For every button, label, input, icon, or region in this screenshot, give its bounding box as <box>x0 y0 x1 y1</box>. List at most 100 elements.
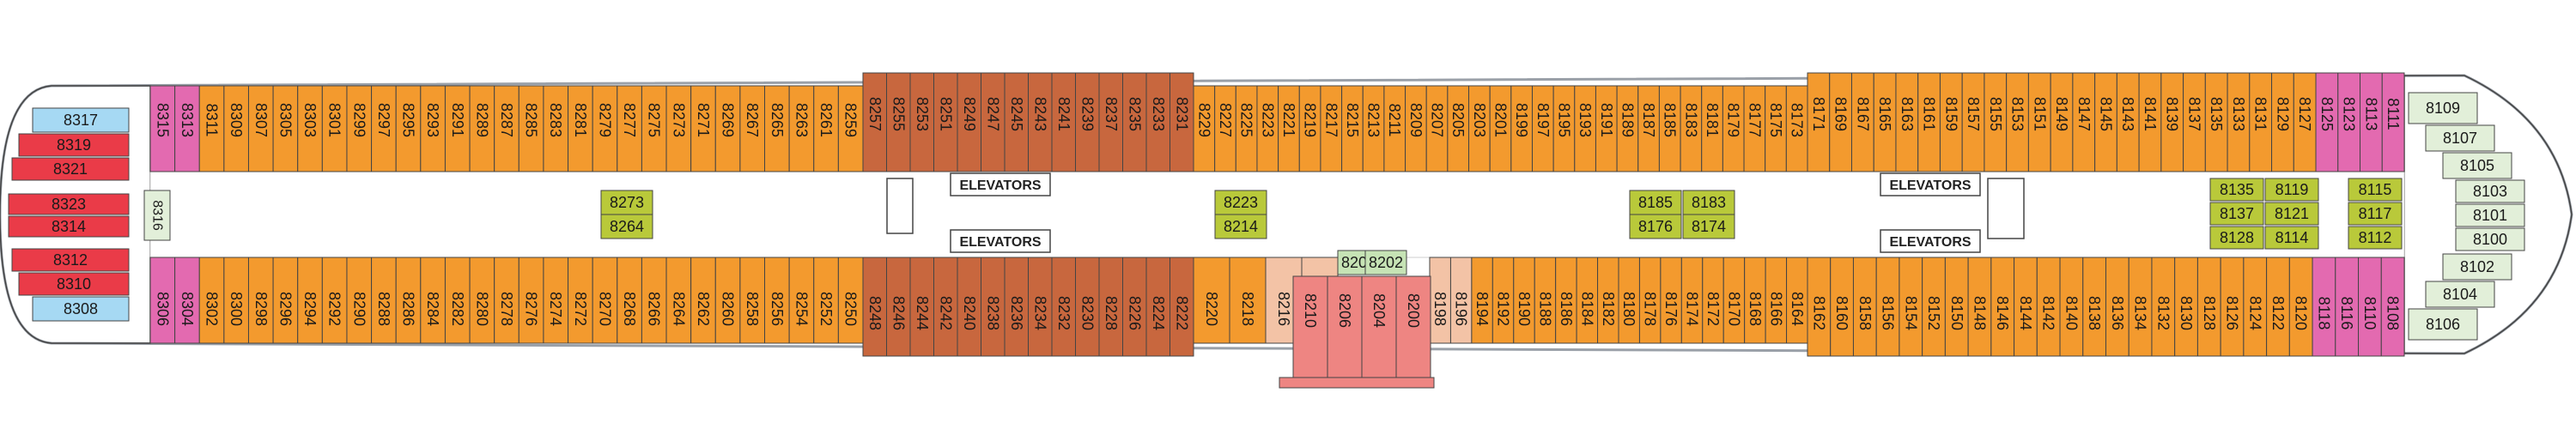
cabin-8114[interactable]: 8114 <box>2264 226 2319 250</box>
cabin-8168[interactable]: 8168 <box>1744 257 1766 344</box>
cabin-8198[interactable]: 8198 <box>1429 257 1451 344</box>
cabin-8130[interactable]: 8130 <box>2174 257 2198 357</box>
cabin-8300[interactable]: 8300 <box>223 257 249 344</box>
cabin-8271[interactable]: 8271 <box>690 85 716 172</box>
cabin-8255[interactable]: 8255 <box>886 72 911 172</box>
cabin-8136[interactable]: 8136 <box>2105 257 2129 357</box>
cabin-8128[interactable]: 8128 <box>2196 257 2221 357</box>
cabin-8191[interactable]: 8191 <box>1595 85 1618 172</box>
cabin-8205[interactable]: 8205 <box>1447 85 1470 172</box>
cabin-8319[interactable]: 8319 <box>18 133 130 157</box>
cabin-8230[interactable]: 8230 <box>1075 257 1100 357</box>
cabin-8110[interactable]: 8110 <box>2358 257 2382 357</box>
cabin-8259[interactable]: 8259 <box>837 85 864 172</box>
cabin-8210[interactable]: 8210 <box>1292 275 1328 378</box>
cabin-8133[interactable]: 8133 <box>2227 72 2251 172</box>
cabin-8268[interactable]: 8268 <box>617 257 642 344</box>
cabin-8237[interactable]: 8237 <box>1098 72 1123 172</box>
cabin-8174[interactable]: 8174 <box>1680 257 1704 344</box>
cabin-8220[interactable]: 8220 <box>1193 257 1230 344</box>
cabin-8194[interactable]: 8194 <box>1471 257 1493 344</box>
cabin-8169[interactable]: 8169 <box>1829 72 1852 172</box>
cabin-8116[interactable]: 8116 <box>2335 257 2360 357</box>
cabin-8273[interactable]: 8273 <box>665 85 692 172</box>
cabin-8285[interactable]: 8285 <box>518 85 544 172</box>
cabin-8301[interactable]: 8301 <box>321 85 348 172</box>
cabin-8177[interactable]: 8177 <box>1743 85 1766 172</box>
cabin-8225[interactable]: 8225 <box>1235 85 1258 172</box>
cabin-8272[interactable]: 8272 <box>568 257 593 344</box>
cabin-8123[interactable]: 8123 <box>2337 72 2361 172</box>
cabin-8172[interactable]: 8172 <box>1702 257 1724 344</box>
cabin-8293[interactable]: 8293 <box>420 85 446 172</box>
cabin-8187[interactable]: 8187 <box>1637 85 1660 172</box>
cabin-8228[interactable]: 8228 <box>1098 257 1123 357</box>
cabin-8312[interactable]: 8312 <box>11 248 130 272</box>
cabin-8278[interactable]: 8278 <box>494 257 519 344</box>
cabin-8152[interactable]: 8152 <box>1922 257 1946 357</box>
cabin-8287[interactable]: 8287 <box>494 85 519 172</box>
cabin-8146[interactable]: 8146 <box>1990 257 2015 357</box>
cabin-8118[interactable]: 8118 <box>2312 257 2336 357</box>
cabin-8305[interactable]: 8305 <box>272 85 299 172</box>
cabin-8223[interactable]: 8223 <box>1214 190 1267 215</box>
cabin-8137[interactable]: 8137 <box>2209 202 2264 226</box>
cabin-8125[interactable]: 8125 <box>2315 72 2339 172</box>
cabin-8270[interactable]: 8270 <box>592 257 618 344</box>
cabin-8157[interactable]: 8157 <box>1961 72 1985 172</box>
cabin-8109[interactable]: 8109 <box>2408 92 2478 124</box>
cabin-8297[interactable]: 8297 <box>371 85 397 172</box>
cabin-8160[interactable]: 8160 <box>1830 257 1854 357</box>
cabin-8159[interactable]: 8159 <box>1939 72 1963 172</box>
cabin-8296[interactable]: 8296 <box>272 257 299 344</box>
cabin-8274[interactable]: 8274 <box>543 257 569 344</box>
cabin-8192[interactable]: 8192 <box>1492 257 1515 344</box>
cabin-8139[interactable]: 8139 <box>2160 72 2184 172</box>
cabin-8264[interactable]: 8264 <box>665 257 692 344</box>
cabin-8265[interactable]: 8265 <box>764 85 790 172</box>
cabin-8236[interactable]: 8236 <box>1004 257 1029 357</box>
cabin-8226[interactable]: 8226 <box>1122 257 1147 357</box>
cabin-8251[interactable]: 8251 <box>933 72 958 172</box>
cabin-8108[interactable]: 8108 <box>2380 257 2405 357</box>
cabin-8221[interactable]: 8221 <box>1278 85 1300 172</box>
cabin-8112[interactable]: 8112 <box>2348 226 2403 250</box>
cabin-8289[interactable]: 8289 <box>469 85 495 172</box>
cabin-8239[interactable]: 8239 <box>1075 72 1100 172</box>
cabin-8127[interactable]: 8127 <box>2293 72 2317 172</box>
cabin-8252[interactable]: 8252 <box>813 257 839 344</box>
cabin-8321[interactable]: 8321 <box>11 157 130 181</box>
cabin-8218[interactable]: 8218 <box>1229 257 1267 344</box>
cabin-8281[interactable]: 8281 <box>568 85 593 172</box>
cabin-8119[interactable]: 8119 <box>2264 178 2319 202</box>
cabin-8311[interactable]: 8311 <box>198 85 225 172</box>
cabin-8279[interactable]: 8279 <box>592 85 618 172</box>
cabin-8141[interactable]: 8141 <box>2138 72 2162 172</box>
cabin-8316[interactable]: 8316 <box>143 190 171 241</box>
cabin-8154[interactable]: 8154 <box>1899 257 1923 357</box>
cabin-8183[interactable]: 8183 <box>1680 85 1703 172</box>
cabin-8232[interactable]: 8232 <box>1051 257 1076 357</box>
cabin-8200[interactable]: 8200 <box>1395 275 1431 378</box>
cabin-8162[interactable]: 8162 <box>1807 257 1832 357</box>
cabin-8273[interactable]: 8273 <box>600 190 653 215</box>
cabin-8298[interactable]: 8298 <box>247 257 274 344</box>
cabin-8263[interactable]: 8263 <box>788 85 815 172</box>
cabin-8107[interactable]: 8107 <box>2425 124 2495 152</box>
cabin-8117[interactable]: 8117 <box>2348 202 2403 226</box>
cabin-8150[interactable]: 8150 <box>1944 257 1969 357</box>
cabin-8176[interactable]: 8176 <box>1629 214 1682 239</box>
cabin-8135[interactable]: 8135 <box>2209 178 2264 202</box>
cabin-8261[interactable]: 8261 <box>813 85 839 172</box>
cabin-8242[interactable]: 8242 <box>933 257 958 357</box>
cabin-8144[interactable]: 8144 <box>2014 257 2038 357</box>
cabin-8131[interactable]: 8131 <box>2249 72 2273 172</box>
cabin-8185[interactable]: 8185 <box>1629 190 1682 215</box>
cabin-8277[interactable]: 8277 <box>617 85 642 172</box>
cabin-8209[interactable]: 8209 <box>1405 85 1427 172</box>
cabin-8244[interactable]: 8244 <box>909 257 934 357</box>
cabin-8106[interactable]: 8106 <box>2408 308 2478 341</box>
cabin-8132[interactable]: 8132 <box>2151 257 2176 357</box>
cabin-8142[interactable]: 8142 <box>2036 257 2061 357</box>
cabin-8190[interactable]: 8190 <box>1513 257 1535 344</box>
